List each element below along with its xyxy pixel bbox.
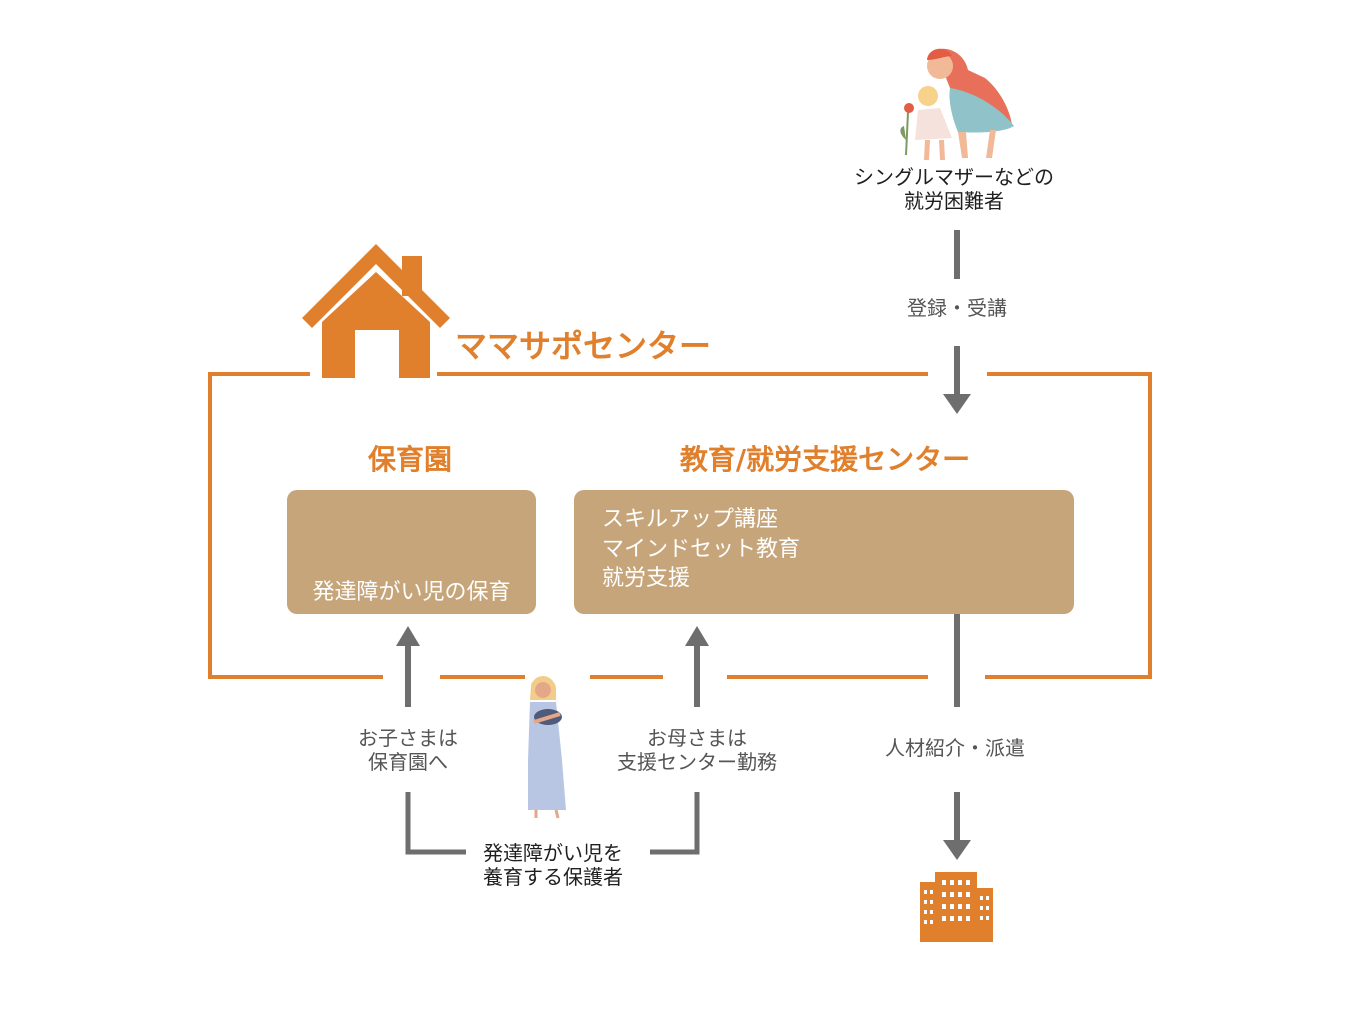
center-title: ママサポセンター	[455, 327, 712, 365]
guardian-line2: 養育する保護者	[483, 865, 623, 889]
guardian-bracket	[405, 792, 700, 855]
arrow-registration	[943, 230, 971, 414]
nursery-box: 発達障がい児の保育	[287, 490, 536, 614]
education-item-skillup: スキルアップ講座	[602, 507, 779, 532]
nursery-title: 保育園	[367, 443, 452, 476]
house-icon	[302, 244, 450, 378]
education-box: スキルアップ講座 マインドセット教育 就労支援	[574, 490, 1074, 614]
education-item-mindset: マインドセット教育	[602, 536, 801, 562]
mother-to-center-label: お母さまは 支援センター勤務	[597, 726, 797, 774]
top-person-label: シングルマザーなどの 就労困難者	[834, 165, 1074, 213]
registration-label: 登録・受講	[907, 296, 1007, 320]
child-to-nursery-label: お子さまは 保育園へ	[323, 726, 493, 774]
mother-to-center-line1: お母さまは	[647, 726, 747, 750]
dispatch-label: 人材紹介・派遣	[885, 736, 1025, 760]
mother-to-center-line2: 支援センター勤務	[617, 750, 777, 774]
child-to-nursery-line1: お子さまは	[358, 726, 458, 750]
education-title: 教育/就労支援センター	[679, 443, 971, 476]
child-to-nursery-line2: 保育園へ	[368, 750, 448, 774]
guardian-label: 発達障がい児を 養育する保護者	[463, 841, 643, 889]
arrow-to-education	[685, 626, 709, 707]
mother-baby-illustration	[528, 676, 566, 819]
top-person-line2: 就労困難者	[904, 189, 1004, 213]
arrow-dispatch	[943, 614, 971, 860]
center-frame	[208, 372, 1152, 679]
education-item-employment: 就労支援	[602, 566, 691, 592]
mother-daughter-illustration	[900, 48, 1014, 160]
top-person-line1: シングルマザーなどの	[854, 165, 1054, 189]
office-building-icon	[920, 872, 993, 942]
arrow-to-nursery	[396, 626, 420, 707]
nursery-text: 発達障がい児の保育	[312, 580, 511, 605]
guardian-line1: 発達障がい児を	[483, 841, 623, 865]
education-items: スキルアップ講座 マインドセット教育 就労支援	[602, 505, 800, 594]
